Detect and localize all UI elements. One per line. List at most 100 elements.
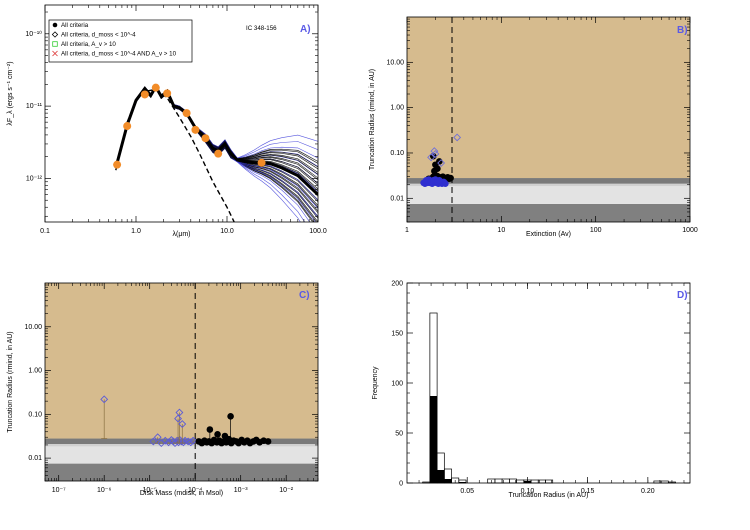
y-tick-label: 0.10 [390, 150, 404, 157]
panel-b-plot-area [420, 17, 462, 222]
y-tick-label: 1.00 [28, 368, 42, 375]
legend-marker [52, 41, 58, 47]
panel-label: B) [677, 25, 688, 36]
photometry-point [191, 125, 200, 134]
x-axis-label: λ(μm) [172, 231, 190, 238]
y-axis-label: Truncation Radius (rmind, in AU) [7, 331, 14, 432]
x-axis-label: Extinction (Av) [526, 231, 571, 238]
background-band [407, 186, 690, 204]
data-point-diamond [153, 433, 162, 442]
x-tick-label: 1 [405, 227, 409, 234]
background-band [45, 283, 318, 439]
data-point [434, 165, 441, 172]
y-tick-label: 100 [391, 381, 403, 388]
data-point [264, 438, 272, 445]
data-point-diamond [178, 420, 187, 428]
y-axis-label: λF_λ (ergs s⁻¹ cm⁻²) [7, 61, 14, 125]
legend-box [48, 19, 193, 63]
x-tick-label: 0.15 [581, 488, 595, 495]
legend-marker [52, 50, 58, 57]
histogram-bar-filled [429, 396, 438, 483]
panel-c: 0.01 0.10 1.00 10.00 10⁻⁷ 10⁻⁶ 10⁻⁵ 10⁻⁴ 10⁻³ 10⁻… [7, 282, 319, 497]
panel-b-frame [406, 16, 691, 223]
x-tick-label: 100 [590, 227, 602, 234]
data-point-diamond [427, 153, 436, 162]
background-band [407, 17, 690, 179]
data-point-diamond [189, 436, 198, 445]
photometry-point [182, 109, 191, 118]
y-tick-label: 0.01 [390, 195, 404, 202]
x-tick-label: 0.1 [40, 228, 50, 235]
x-tick-label: 100.0 [309, 228, 327, 235]
x-tick-label: 10⁻³ [234, 487, 248, 494]
data-point-diamond [149, 437, 158, 446]
y-tick-label: 10.00 [24, 324, 42, 331]
x-tick-label: 10⁻⁶ [97, 487, 111, 494]
x-tick-label: 1.0 [131, 228, 141, 235]
photometry-point [257, 158, 266, 167]
panel-a-plot-area [113, 83, 318, 222]
data-point [442, 180, 449, 187]
y-tick-label: 10⁻¹¹ [26, 103, 43, 110]
data-point-diamond [175, 408, 184, 417]
photometry-point [113, 160, 122, 169]
photometry-point [201, 134, 210, 143]
photometry-point [140, 90, 149, 99]
panel-d-background [407, 283, 690, 483]
y-tick-label: 0.10 [28, 411, 42, 418]
x-tick-label: 1000 [682, 227, 698, 234]
data-point [206, 426, 214, 433]
data-point-diamond [453, 133, 462, 142]
object-name: IC 348-156 [246, 25, 277, 32]
x-tick-label: 10⁻⁵ [143, 487, 157, 494]
panel-a: 0.1 1.0 10.0 100.0 10⁻¹² 10⁻¹¹ 10⁻¹⁰ λ(μm) λF_λ … [7, 4, 327, 238]
x-axis-label: Truncation Radius (in AU) [509, 492, 589, 499]
data-point [214, 430, 221, 438]
x-tick-label: 10⁻⁴ [188, 487, 203, 494]
legend-label: All criteria, d_moss < 10^-4 AND A_v > 1… [61, 51, 177, 58]
x-tick-label: 0.20 [641, 488, 655, 495]
histogram-bar-filled [437, 470, 445, 483]
y-tick-label: 10⁻¹² [26, 175, 43, 182]
data-point-diamond [100, 395, 109, 404]
y-axis-label: Truncation Radius (rmind, in AU) [369, 69, 376, 170]
y-tick-label: 200 [391, 281, 403, 288]
panel-label: D) [677, 290, 688, 301]
x-tick-label: 0.05 [460, 488, 474, 495]
panel-c-plot-area [100, 283, 272, 481]
y-axis-label: Frequency [372, 366, 379, 400]
x-tick-label: 10⁻⁷ [52, 487, 66, 494]
y-tick-label: 0.01 [28, 455, 42, 462]
background-band [407, 203, 690, 222]
x-tick-label: 0.10 [521, 488, 535, 495]
data-point-diamond [430, 147, 439, 156]
legend-label: All criteria [61, 22, 89, 29]
x-tick-label: 10.0 [220, 228, 234, 235]
y-tick-label: 10⁻¹⁰ [25, 30, 42, 38]
x-axis-label: Disk Mass (mdisk, in Msol) [140, 490, 223, 497]
y-tick-label: 50 [395, 431, 403, 438]
data-point-diamond [431, 150, 440, 158]
y-tick-label: 1.00 [390, 105, 404, 112]
data-point-diamond [437, 159, 446, 167]
background-band [45, 446, 318, 464]
legend-marker [51, 31, 59, 38]
data-point [447, 174, 454, 182]
photometry-point [163, 89, 172, 98]
x-tick-label: 10⁻² [279, 487, 293, 494]
panel-label: C) [299, 290, 310, 301]
data-point-diamond [174, 414, 182, 423]
legend-label: All criteria, d_moss < 10^-4 [61, 32, 136, 39]
y-tick-label: 150 [391, 331, 403, 338]
background-band [407, 178, 690, 184]
panel-label: A) [300, 24, 311, 35]
background-band [407, 183, 690, 187]
background-band [45, 463, 318, 481]
legend-label: All criteria, A_v > 10 [61, 41, 116, 48]
stellar-photosphere-line [115, 88, 235, 222]
